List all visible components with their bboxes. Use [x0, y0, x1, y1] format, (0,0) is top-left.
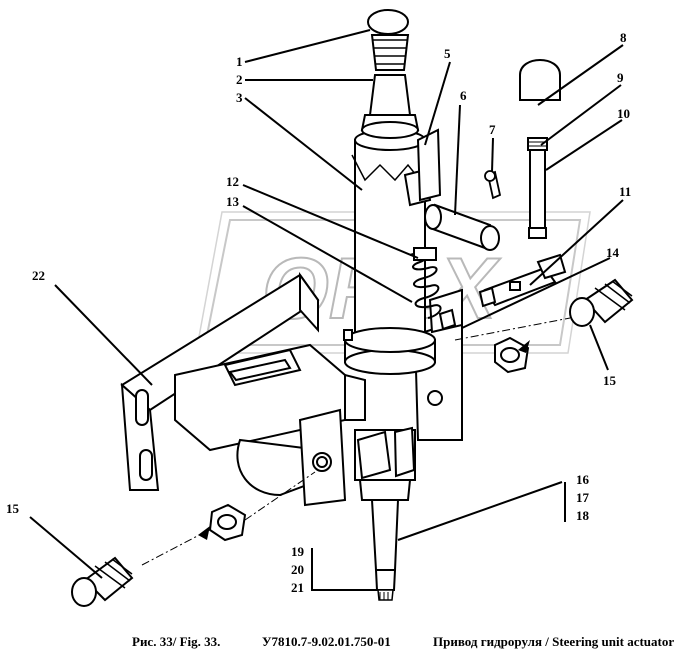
label-21: 21	[291, 580, 304, 595]
label-2: 2	[236, 72, 243, 87]
part-labels: 1 2 3 5 6 7 8 9 10 11 12 13 14 15 15 16 …	[6, 30, 631, 595]
label-12: 12	[226, 174, 239, 189]
leader-lines	[29, 29, 624, 591]
label-18: 18	[576, 508, 590, 523]
label-16: 16	[576, 472, 590, 487]
cap	[519, 59, 561, 101]
label-6: 6	[460, 88, 467, 103]
label-17: 17	[576, 490, 590, 505]
label-14: 14	[606, 245, 620, 260]
label-3: 3	[236, 90, 243, 105]
label-11: 11	[619, 184, 631, 199]
caption-part-code: У7810.7-9.02.01.750-01	[262, 634, 391, 649]
lower-shaft	[370, 499, 400, 601]
label-13: 13	[226, 194, 240, 209]
label-7: 7	[489, 122, 496, 137]
housing-body	[174, 343, 366, 507]
label-15-right: 15	[603, 373, 617, 388]
label-brackets	[311, 482, 566, 590]
lower-yoke	[354, 426, 416, 501]
figure-caption: Рис. 33/ Fig. 33. У7810.7-9.02.01.750-01…	[132, 634, 674, 649]
label-22: 22	[32, 268, 45, 283]
cotter-pin	[484, 170, 502, 200]
pin-shaft	[424, 203, 500, 251]
caption-figure-number: Рис. 33/ Fig. 33.	[132, 634, 220, 649]
label-1: 1	[236, 54, 243, 69]
spring	[409, 247, 442, 319]
assembly-lines	[141, 317, 571, 566]
adjusting-sleeve-right	[569, 278, 634, 327]
caption-title: Привод гидроруля / Steering unit actuato…	[433, 634, 674, 649]
mounting-bracket	[120, 271, 320, 491]
label-15-left: 15	[6, 501, 20, 516]
arrowheads	[198, 340, 530, 540]
adjusting-sleeve-left	[71, 556, 134, 607]
label-19: 19	[291, 544, 305, 559]
upper-spool	[360, 9, 420, 139]
label-5: 5	[444, 46, 451, 61]
label-8: 8	[620, 30, 627, 45]
castle-nut-left	[208, 503, 247, 542]
label-20: 20	[291, 562, 304, 577]
label-9: 9	[617, 70, 624, 85]
castle-nut-right	[494, 336, 530, 374]
rod	[527, 137, 548, 239]
label-10: 10	[617, 106, 630, 121]
